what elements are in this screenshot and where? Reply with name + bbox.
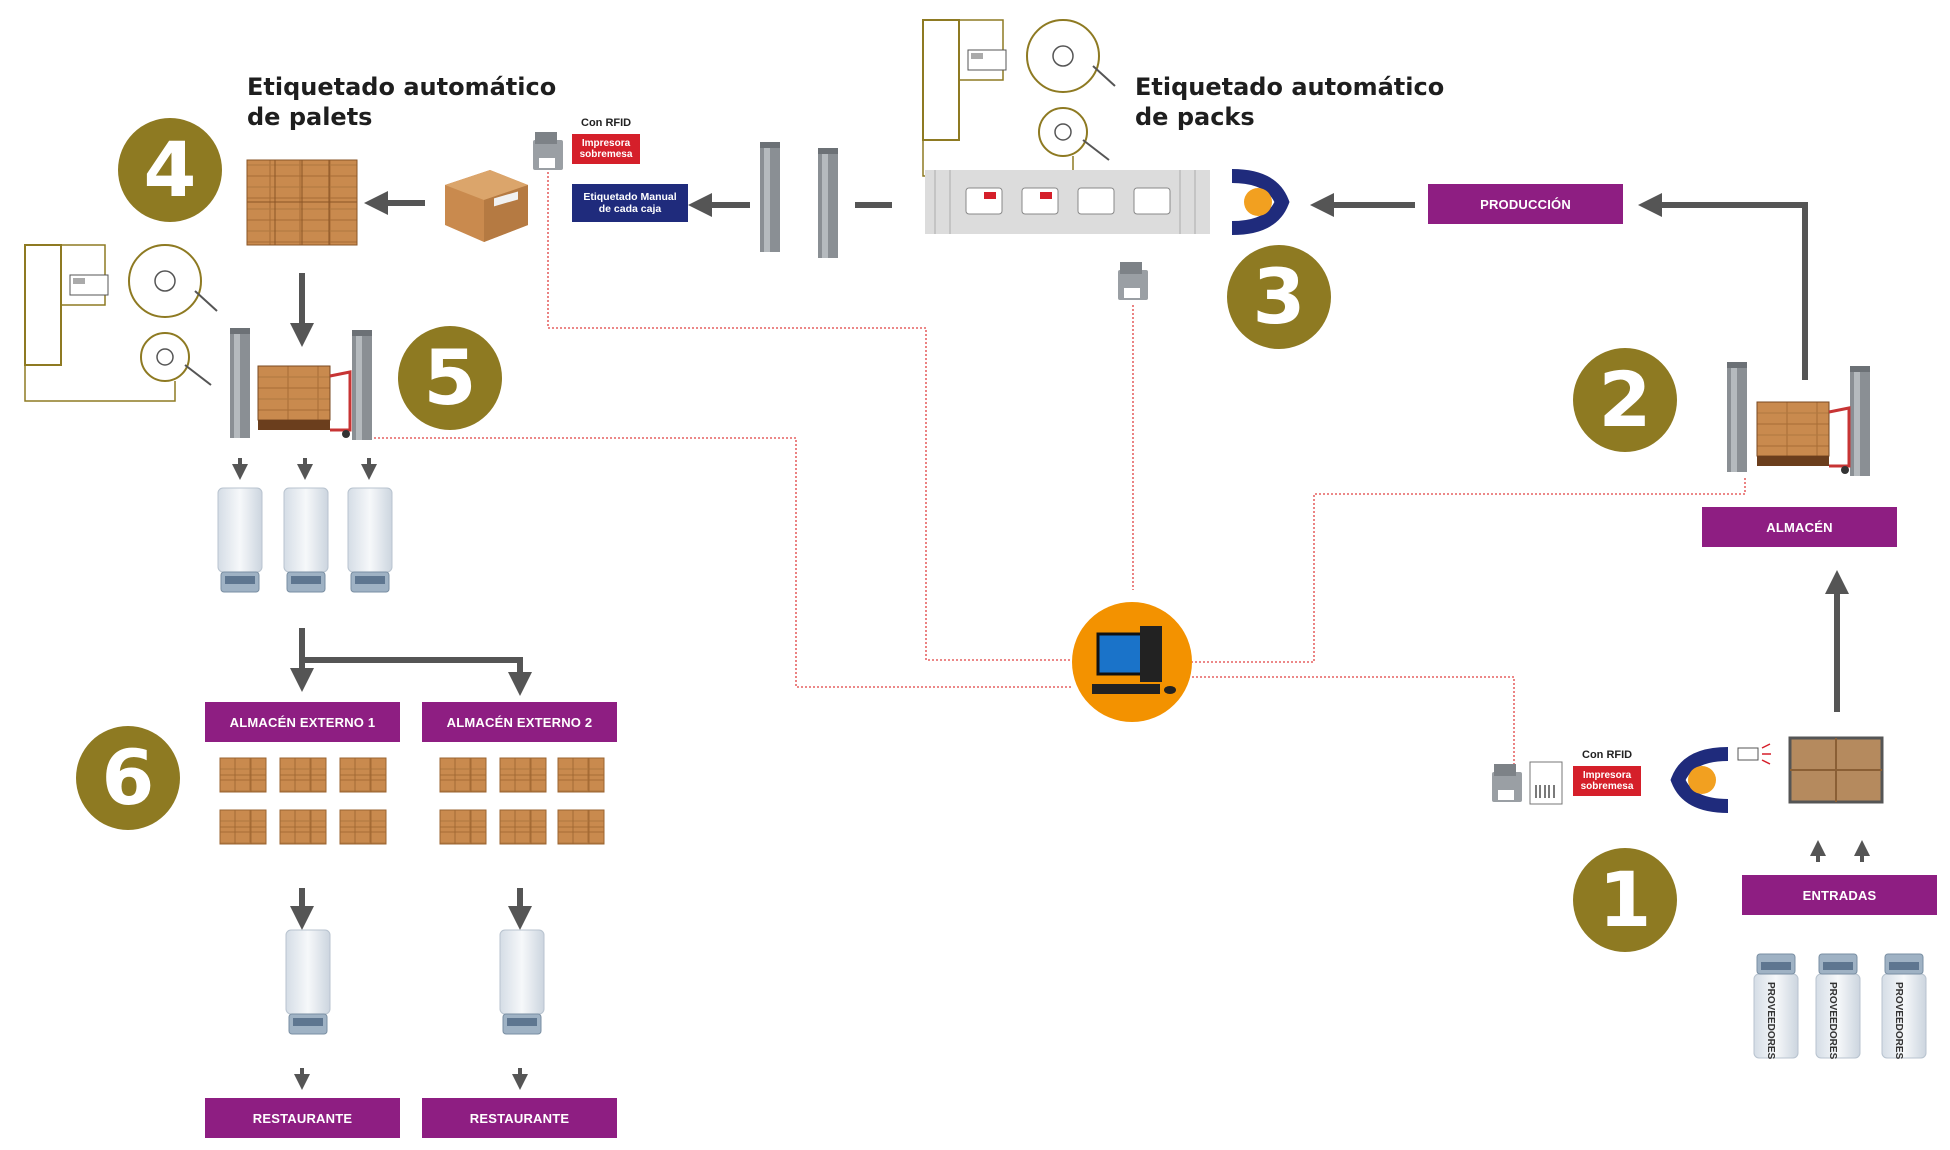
almacen-label: ALMACÉN <box>1702 507 1897 547</box>
step-5-number: 5 <box>424 333 477 422</box>
step-6-number: 6 <box>102 733 155 822</box>
barcode-label-icon <box>1529 761 1563 805</box>
restaurante-2-label: RESTAURANTE <box>422 1098 617 1138</box>
forklift-icon <box>256 364 352 440</box>
scanner-icon <box>1670 747 1729 813</box>
title-packs-line1: Etiquetado automático <box>1135 73 1445 101</box>
entradas-label: ENTRADAS <box>1742 875 1937 915</box>
step-2-number: 2 <box>1599 355 1652 444</box>
step-1-number: 1 <box>1599 855 1652 944</box>
scanner-icon <box>1231 169 1290 235</box>
labeling-machine-icon <box>24 244 218 402</box>
conveyor-icon <box>925 170 1210 234</box>
flow-arrows <box>290 191 1849 930</box>
title-packs-line2: de packs <box>1135 103 1255 131</box>
truck-icon <box>285 929 331 1035</box>
rfid-arch-icon <box>230 328 250 438</box>
proveedores-label-2: PROVEEDORES <box>1827 982 1838 1060</box>
step-5-circle <box>398 326 502 430</box>
truck-icon <box>217 487 263 593</box>
step-circles: 4 5 3 2 6 1 <box>76 118 1677 952</box>
step-3-number: 3 <box>1253 252 1306 341</box>
printer-icon <box>533 132 563 170</box>
almacen-externo-2-label: ALMACÉN EXTERNO 2 <box>422 702 617 742</box>
truck-icon <box>283 487 329 593</box>
warehouse-1-boxes <box>219 757 387 845</box>
step-6-circle <box>76 726 180 830</box>
pallet-top-icon <box>1788 736 1884 804</box>
supplier-trucks: PROVEEDORES PROVEEDORES PROVEEDORES <box>1753 953 1927 1060</box>
con-rfid-top: Con RFID <box>581 117 632 129</box>
rfid-arch-icon <box>352 330 372 440</box>
truck-icon <box>347 487 393 593</box>
title-palets-line1: Etiquetado automático <box>247 73 557 101</box>
step-4-number: 4 <box>144 125 197 214</box>
data-lines <box>367 168 1746 770</box>
title-palets-line2: de palets <box>247 103 373 131</box>
title-packs: Etiquetado automático de packs <box>1135 72 1444 132</box>
step-1-circle <box>1573 848 1677 952</box>
restaurante-1-label: RESTAURANTE <box>205 1098 400 1138</box>
printer-icon <box>1492 764 1522 802</box>
rfid-arch-icon <box>760 142 780 252</box>
rfid-reader-icon <box>1737 743 1771 765</box>
labeling-machine-icon <box>922 19 1116 177</box>
con-rfid-bottom: Con RFID <box>1582 749 1633 761</box>
title-palets: Etiquetado automático de palets <box>247 72 556 132</box>
step-3-circle <box>1227 245 1331 349</box>
produccion-label: PRODUCCIÓN <box>1428 184 1623 224</box>
forklift-icon <box>1755 400 1851 476</box>
rfid-arch-icon <box>1727 362 1747 472</box>
rfid-arch-icon <box>1850 366 1870 476</box>
proveedores-label-3: PROVEEDORES <box>1893 982 1904 1060</box>
step-2-circle <box>1573 348 1677 452</box>
truck-icon <box>499 929 545 1035</box>
box-icon <box>445 170 528 242</box>
warehouse-2-boxes <box>439 757 605 845</box>
pallet-icon <box>246 159 358 246</box>
computer-icon <box>1072 602 1192 722</box>
step-4-circle <box>118 118 222 222</box>
printer-icon <box>1118 262 1148 300</box>
almacen-externo-1-label: ALMACÉN EXTERNO 1 <box>205 702 400 742</box>
proveedores-label-1: PROVEEDORES <box>1765 982 1776 1060</box>
rfid-arch-icon <box>818 148 838 258</box>
